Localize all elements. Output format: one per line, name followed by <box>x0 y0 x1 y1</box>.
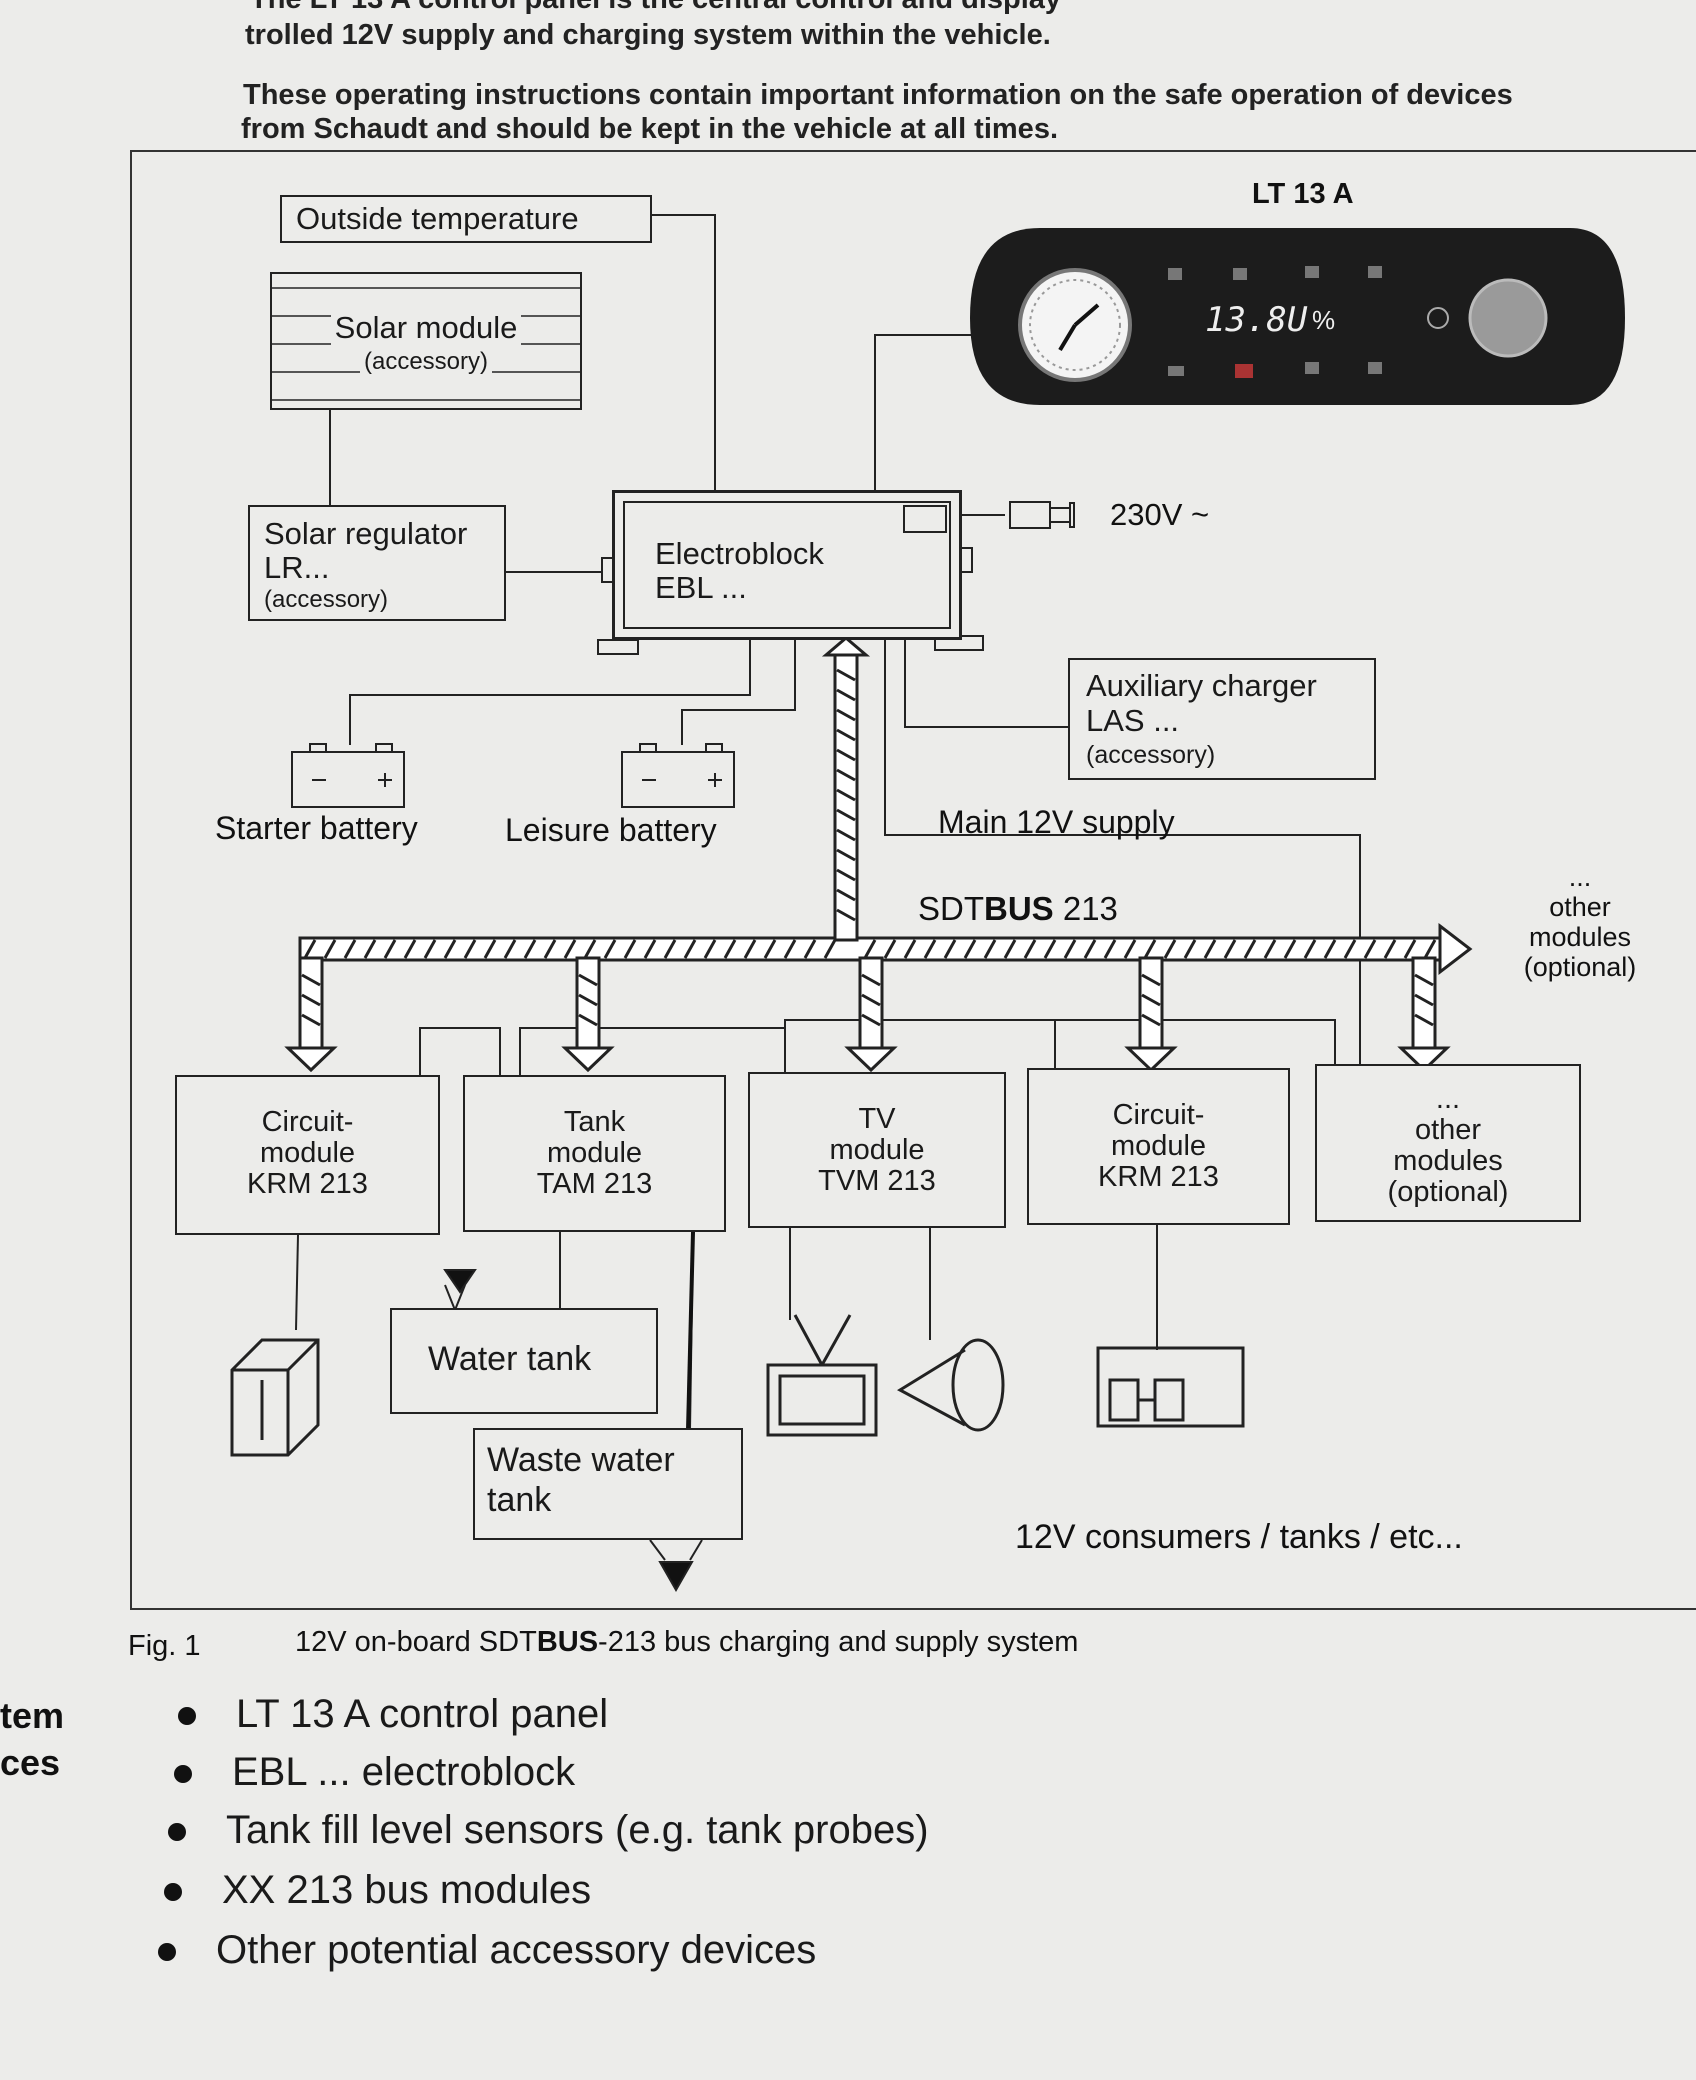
starter-battery-label: Starter battery <box>215 810 418 846</box>
module-line: TVM 213 <box>818 1165 936 1197</box>
list-item-text: EBL ... electroblock <box>232 1750 576 1794</box>
fridge-icon <box>230 1338 320 1457</box>
module-line: module <box>546 1137 643 1169</box>
switch-panel-icon <box>1096 1346 1245 1428</box>
mains-voltage-label: 230V ~ <box>1110 497 1210 532</box>
module-line: module <box>1110 1130 1207 1162</box>
control-panel-device <box>970 228 1625 405</box>
auxiliary-charger-accessory: (accessory) <box>1086 741 1216 769</box>
side-heading-line-2: ces <box>0 1742 61 1783</box>
module-line: Circuit- <box>261 1106 354 1138</box>
bullet-dot <box>178 1707 196 1726</box>
module-line: Circuit- <box>1112 1099 1205 1131</box>
mains-plug-icon <box>1009 501 1075 529</box>
other-modules-bus-label: ... other modules (optional) <box>1510 862 1650 982</box>
module-line: module <box>259 1137 356 1169</box>
list-item: LT 13 A control panel <box>178 1692 608 1737</box>
auxiliary-charger-box: Auxiliary charger LAS ... (accessory) <box>1068 658 1376 780</box>
outside-temperature-label: Outside temperature <box>296 201 579 236</box>
electroblock-model: EBL ... <box>655 570 747 605</box>
figure-number: Fig. 1 <box>128 1630 201 1662</box>
module-line: other <box>1414 1114 1482 1146</box>
list-item-text: Tank fill level sensors (e.g. tank probe… <box>226 1808 929 1852</box>
other-modules-dots: ... <box>1568 862 1592 892</box>
module-box-krm-2: Circuit- module KRM 213 <box>1027 1068 1290 1225</box>
electroblock-label: Electroblock <box>655 536 824 571</box>
intro-line-1: The LT 13 A control panel is the central… <box>250 0 1061 17</box>
bus-label-suffix: 213 <box>1053 890 1118 927</box>
socket-icon <box>903 505 947 533</box>
bullet-dot <box>158 1943 176 1962</box>
intro-line-3: These operating instructions contain imp… <box>243 79 1513 111</box>
water-tank-indicator-icon <box>443 1269 477 1294</box>
intro-line-4: from Schaudt and should be kept in the v… <box>241 113 1058 145</box>
water-tank-box: Water tank <box>390 1308 658 1414</box>
waste-water-tank-label: Waste water <box>487 1441 675 1479</box>
panel-display-value: 13.8U <box>1205 300 1308 340</box>
bus-hatching <box>301 668 1437 1027</box>
starter-battery-icon <box>291 743 405 808</box>
waste-water-tank-box: Waste water tank <box>473 1428 743 1540</box>
list-item-text: XX 213 bus modules <box>222 1868 592 1912</box>
leisure-battery-icon <box>621 743 735 808</box>
module-line: Tank <box>563 1106 626 1138</box>
list-item-text: LT 13 A control panel <box>236 1692 609 1736</box>
figure-caption: 12V on-board SDTBUS-213 bus charging and… <box>295 1626 1078 1659</box>
auxiliary-charger-model: LAS ... <box>1086 703 1180 738</box>
tv-icon <box>766 1314 878 1437</box>
other-modules-line1: other <box>1549 892 1611 922</box>
solar-regulator-box: Solar regulator LR... (accessory) <box>248 505 506 621</box>
module-box-tam: Tank module TAM 213 <box>463 1075 726 1232</box>
leisure-battery-label: Leisure battery <box>505 812 717 848</box>
panel-title: LT 13 A <box>1252 178 1354 210</box>
intro-line-2: trolled 12V supply and charging system w… <box>245 19 1051 51</box>
module-box-other: ... other modules (optional) <box>1315 1064 1581 1222</box>
water-tank-label: Water tank <box>428 1340 592 1378</box>
module-line: KRM 213 <box>247 1168 368 1200</box>
diagram-frame <box>130 150 1696 1610</box>
panel-display-unit: % <box>1312 305 1336 335</box>
list-item-text: Other potential accessory devices <box>216 1928 817 1972</box>
solar-module-label: Solar module <box>330 310 522 346</box>
bullet-dot <box>168 1823 186 1842</box>
module-box-krm-1: Circuit- module KRM 213 <box>175 1075 440 1235</box>
figure-caption-prefix: 12V on-board SDT <box>295 1626 537 1658</box>
solar-regulator-label: Solar regulator <box>264 516 468 551</box>
solar-regulator-accessory: (accessory) <box>264 586 389 613</box>
module-line: (optional) <box>1387 1176 1509 1208</box>
bus-label-bold: BUS <box>984 890 1054 927</box>
lamp-icon <box>896 1338 1005 1432</box>
side-heading-line-1: tem <box>0 1695 65 1736</box>
module-line: TV <box>858 1103 896 1135</box>
waste-water-tank-label-2: tank <box>487 1481 552 1519</box>
electroblock-box: Electroblock EBL ... <box>612 490 962 640</box>
module-box-tvm: TV module TVM 213 <box>748 1072 1006 1228</box>
figure-caption-bold: BUS <box>536 1626 599 1658</box>
bus-label: SDTBUS 213 <box>918 890 1118 928</box>
list-item: Other potential accessory devices <box>158 1928 816 1973</box>
list-item: XX 213 bus modules <box>164 1868 591 1913</box>
auxiliary-charger-label: Auxiliary charger <box>1086 668 1317 703</box>
module-line: ... <box>1435 1083 1461 1115</box>
outside-temperature-box: Outside temperature <box>280 195 652 243</box>
other-modules-line2: modules <box>1528 922 1632 952</box>
list-item: EBL ... electroblock <box>174 1750 575 1795</box>
module-line: KRM 213 <box>1098 1161 1219 1193</box>
main-supply-label: Main 12V supply <box>938 804 1175 840</box>
module-line: TAM 213 <box>536 1168 653 1200</box>
solar-module-accessory: (accessory) <box>359 348 493 376</box>
list-item: Tank fill level sensors (e.g. tank probe… <box>168 1808 929 1853</box>
waste-tank-drain-icon <box>658 1561 694 1593</box>
solar-regulator-model: LR... <box>264 550 330 585</box>
bullet-dot <box>174 1765 192 1784</box>
module-line: modules <box>1393 1145 1503 1177</box>
solar-module-box: Solar module (accessory) <box>270 272 582 410</box>
module-line: module <box>829 1134 925 1166</box>
other-modules-line3: (optional) <box>1523 952 1637 982</box>
bullet-dot <box>164 1883 182 1902</box>
consumers-label: 12V consumers / tanks / etc... <box>1015 1518 1463 1556</box>
bus-label-prefix: SDT <box>918 890 984 927</box>
figure-caption-suffix: -213 bus charging and supply system <box>598 1626 1079 1658</box>
